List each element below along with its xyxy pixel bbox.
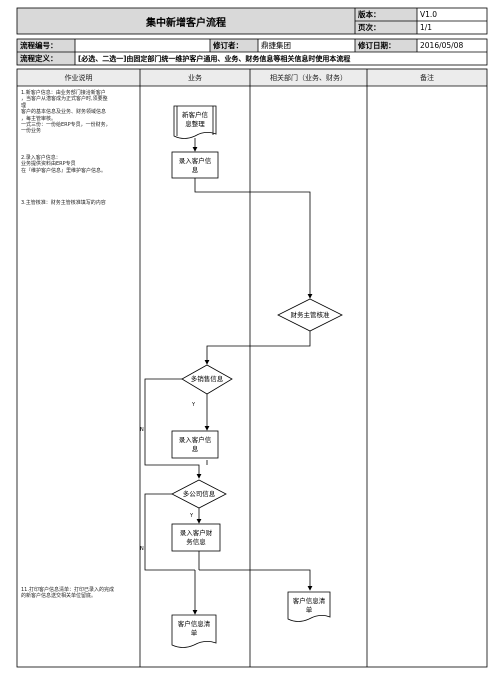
- note-new-customer: 1.新客户信息：由业务部门接洽新客户 ，当客户从潜客成为正式客户时,须要整 理 …: [21, 90, 111, 135]
- decision-multi-sales: [181, 364, 233, 395]
- process-no-label: 流程编号：: [17, 39, 75, 52]
- swimlane-grid: [16, 68, 488, 668]
- note-manager-approve: 3.主管核准：财务主管核准填写的内容: [21, 200, 106, 206]
- page-label: 页次：: [355, 21, 417, 34]
- decision-multi-company: [171, 479, 227, 509]
- label-yes-sales: Y: [191, 402, 196, 408]
- label-yes-company: Y: [189, 513, 194, 519]
- process-input-finance: [171, 523, 221, 552]
- column-header-remark: 备注: [367, 69, 487, 86]
- label-input-customer-1b: 息: [192, 165, 199, 174]
- definition-label: 流程定义：: [17, 52, 75, 65]
- process-input-customer-1: [171, 151, 219, 179]
- label-list-bottom-b: 单: [191, 628, 198, 637]
- note-print-list: 11.打印客户信息清单：打印已录入的完成 的新客户信息送交相关单位留底。: [21, 587, 114, 600]
- connector-multicompany-no: [144, 493, 195, 571]
- revise-date-value: 2016/05/08: [420, 41, 464, 50]
- doc-customer-list-right: [287, 591, 331, 622]
- label-input-finance-b: 务信息: [186, 537, 206, 546]
- label-list-right-b: 单: [306, 605, 313, 614]
- label-multi-company: 多公司信息: [183, 489, 216, 498]
- connector-multisales-no: [144, 378, 202, 479]
- label-finance-approve: 财务主管核准: [291, 310, 331, 319]
- label-input-customer-1a: 录入客户信: [179, 156, 212, 165]
- label-no-sales: N: [140, 427, 144, 433]
- column-header-business: 业务: [140, 69, 250, 86]
- label-input-customer-2a: 录入客户信: [179, 435, 212, 444]
- header-table-grid: [16, 7, 488, 66]
- process-input-customer-2: [171, 430, 219, 459]
- doc-new-customer-info: [173, 105, 217, 139]
- label-input-customer-2b: 息: [192, 444, 199, 453]
- label-list-bottom-a: 客户信息清: [178, 619, 211, 628]
- document-title: 集中新增客户流程: [17, 8, 355, 34]
- label-list-right-a: 客户信息清: [293, 596, 326, 605]
- label-no-company: N: [140, 546, 144, 552]
- page-value: 1/1: [420, 23, 433, 32]
- label-doc-new-customer-2: 息整理: [185, 119, 205, 128]
- label-doc-new-customer-1: 新客户信: [182, 110, 209, 119]
- decision-finance-approve: [277, 298, 343, 332]
- connector-to-list-right: [199, 569, 313, 591]
- connector-approve-to-multisales: [204, 330, 311, 365]
- definition-value: [必选、二选一]由固定部门统一维护客户通用、业务、财务信息等相关信息时使用本流程: [78, 54, 351, 63]
- version-value: V1.0: [420, 10, 438, 19]
- version-label: 版本：: [355, 8, 417, 21]
- connector-input1-to-approve: [194, 178, 313, 299]
- reviser-label: 修订者：: [210, 39, 258, 52]
- column-header-desc: 作业说明: [17, 69, 140, 86]
- doc-customer-list-bottom: [171, 614, 217, 648]
- label-input-finance-a: 录入客户财: [180, 528, 213, 537]
- reviser-value: 鼎捷集团: [261, 41, 291, 50]
- label-multi-sales: 多销售信息: [191, 374, 224, 383]
- note-input-customer: 2.录入客户信息： 业务提供资料由ERP专员 在『维护客户信息』里维护客户信息。: [21, 155, 107, 174]
- column-header-related: 相关部门（业务、财务）: [250, 69, 367, 86]
- revise-date-label: 修订日期：: [355, 39, 417, 52]
